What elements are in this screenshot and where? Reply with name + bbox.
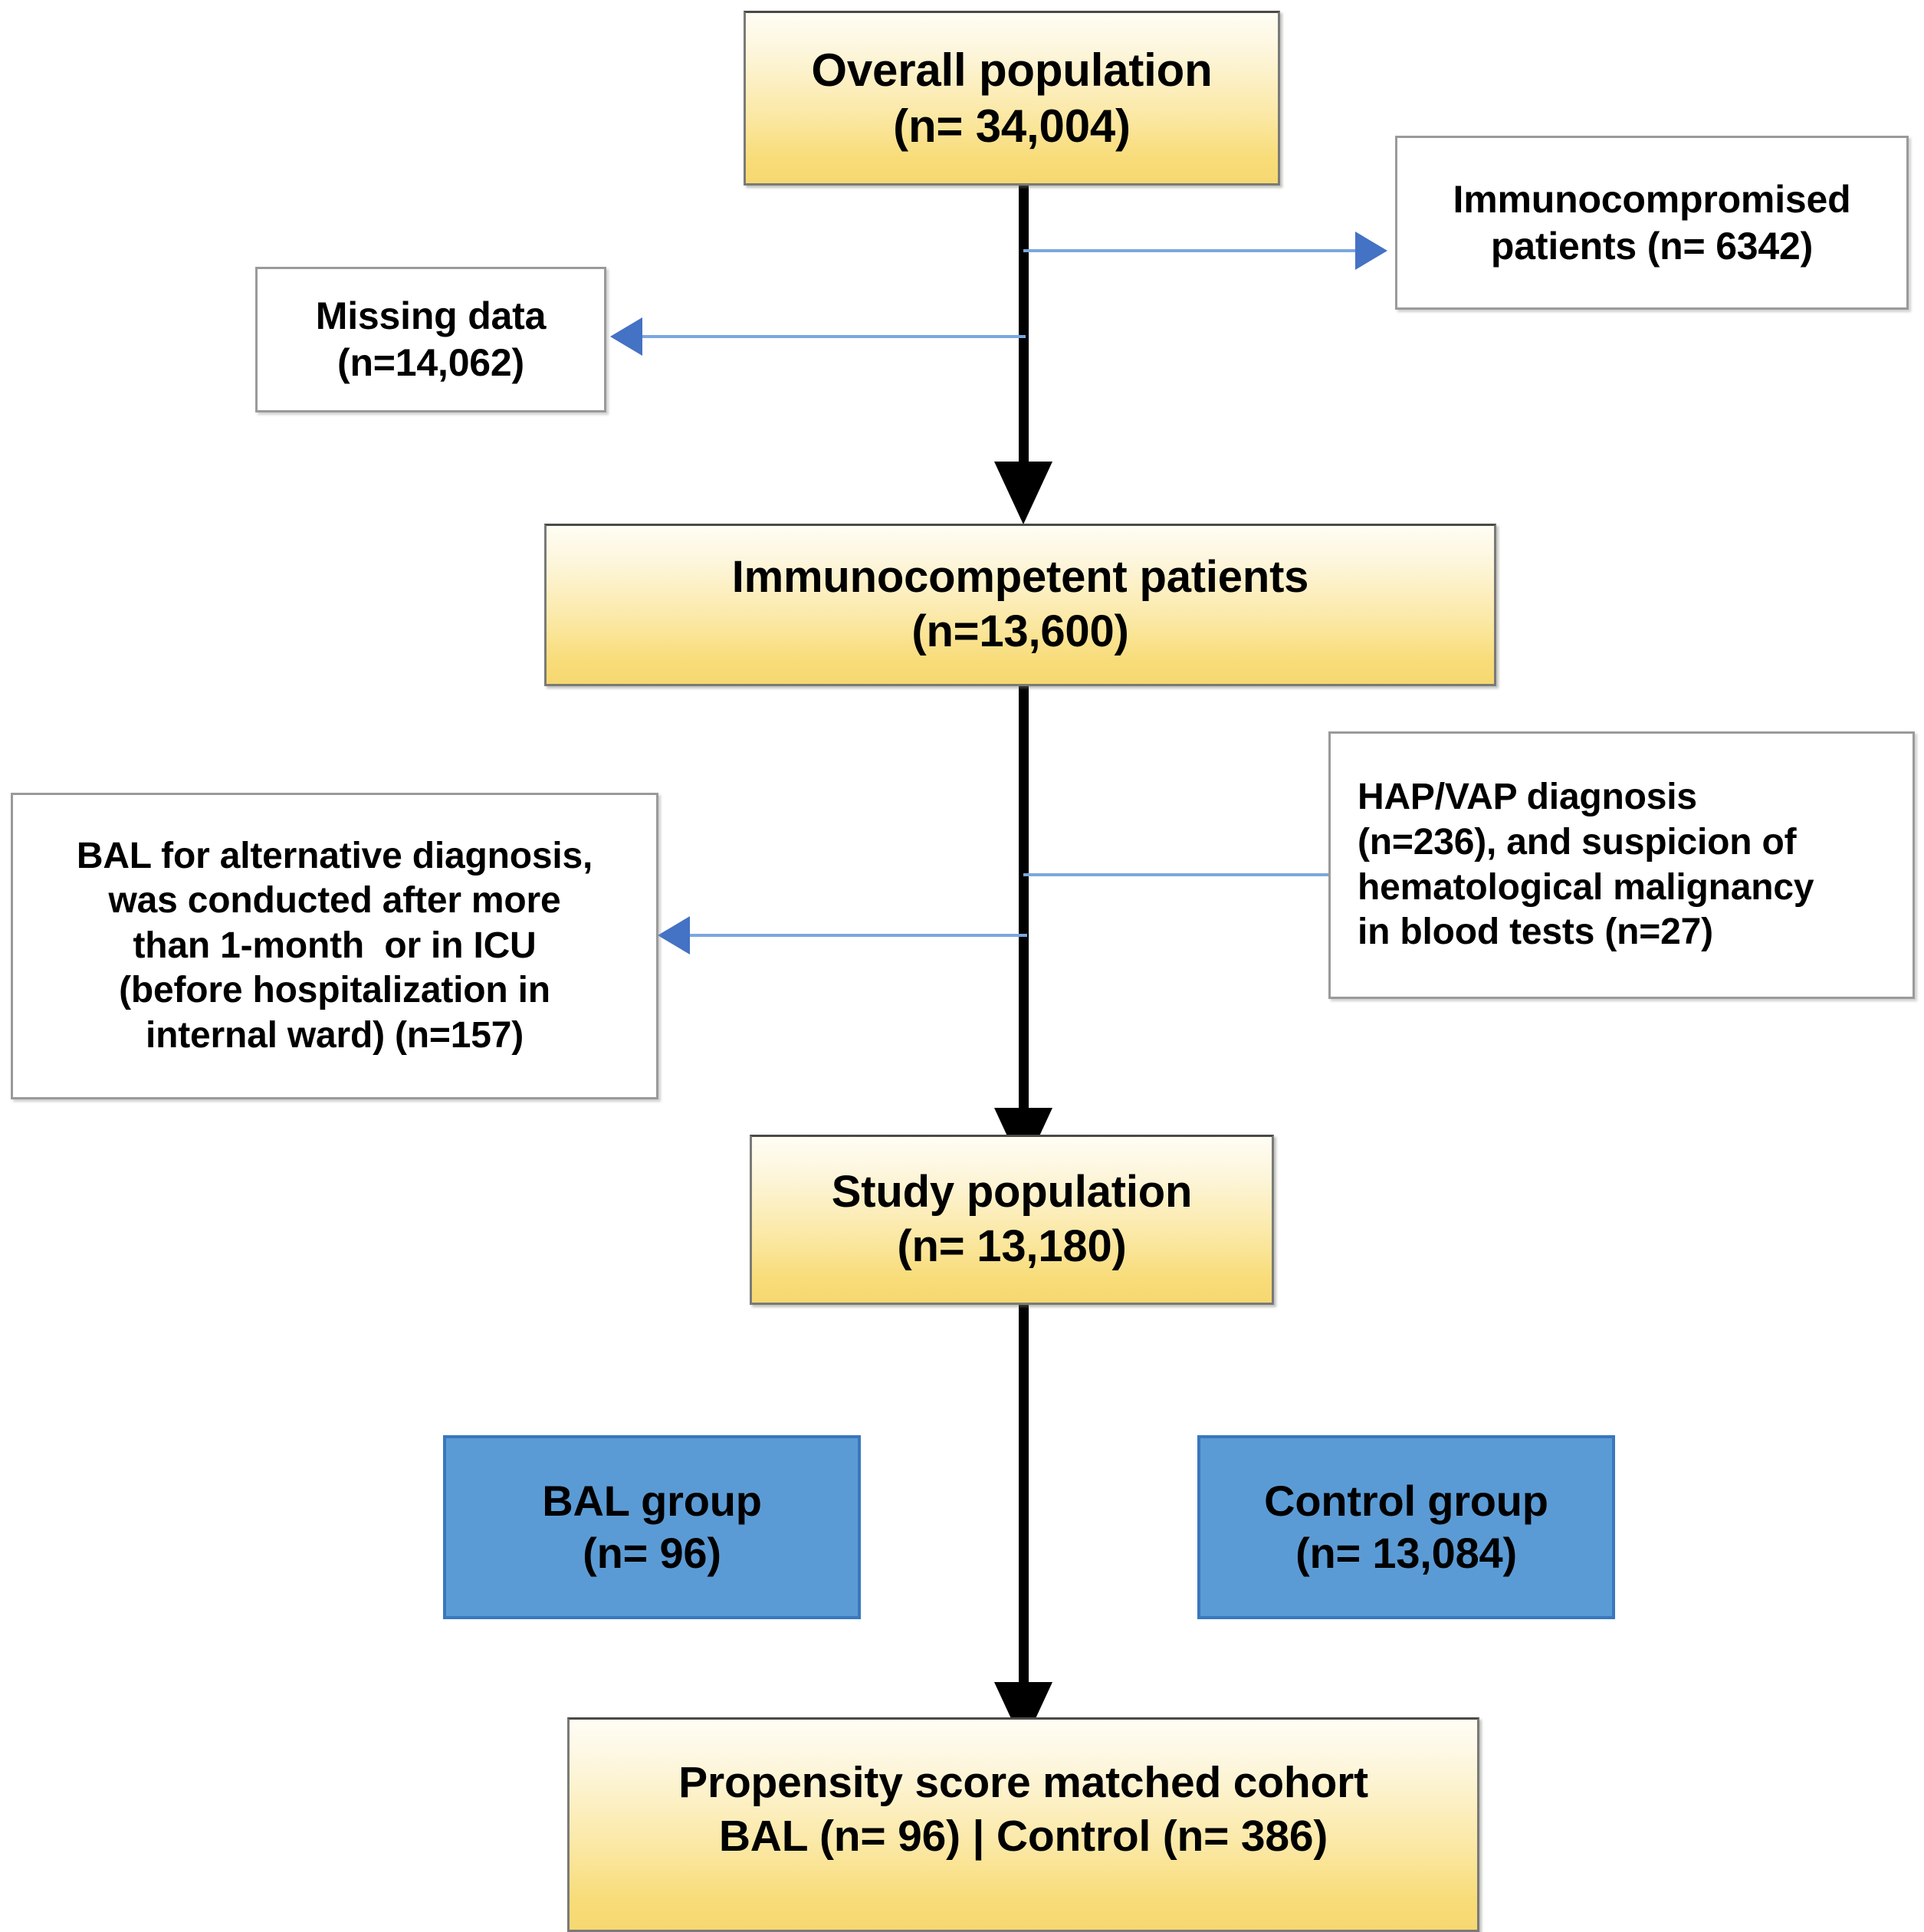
node-immunocompetent-line1: Immunocompetent patients (731, 552, 1309, 603)
connector-immunocompromised-arrowhead (1355, 232, 1387, 270)
node-hap-vap-line4: in blood tests (n=27) (1358, 912, 1713, 953)
node-immunocompromised-patients[interactable]: Immunocompromised patients (n= 6342) (1395, 136, 1909, 310)
connector-overall-to-immunocompetent-stem (1019, 182, 1029, 466)
node-bal-alternative-line3: than 1-month or in ICU (133, 925, 537, 966)
node-control-group-line1: Control group (1264, 1476, 1548, 1525)
node-immunocompetent-patients[interactable]: Immunocompetent patients (n=13,600) (544, 524, 1496, 686)
node-overall-population-line1: Overall population (811, 44, 1213, 96)
node-missing-data-line1: Missing data (315, 294, 547, 337)
node-hap-vap-line3: hematological malignancy (1358, 866, 1814, 908)
node-overall-population[interactable]: Overall population (n= 34,004) (744, 11, 1280, 186)
node-immunocompromised-line1: Immunocompromised (1453, 177, 1851, 221)
node-bal-alternative-line4: (before hospitalization in (119, 970, 550, 1011)
node-bal-alternative-diagnosis[interactable]: BAL for alternative diagnosis, was condu… (11, 793, 658, 1099)
node-propensity-matched-cohort[interactable]: Propensity score matched cohort BAL (n= … (567, 1717, 1479, 1932)
node-hap-vap-line2: (n=236), and suspicion of (1358, 821, 1797, 863)
node-bal-alternative-line5: internal ward) (n=157) (145, 1014, 524, 1056)
connector-bal-alternative-line (690, 934, 1027, 937)
node-bal-group-line2: (n= 96) (583, 1529, 721, 1577)
node-bal-alternative-line1: BAL for alternative diagnosis, (76, 835, 593, 876)
node-bal-group-line1: BAL group (542, 1476, 762, 1525)
node-hap-vap-diagnosis[interactable]: HAP/VAP diagnosis (n=236), and suspicion… (1328, 731, 1915, 999)
node-bal-group[interactable]: BAL group (n= 96) (443, 1435, 861, 1619)
node-missing-data[interactable]: Missing data (n=14,062) (255, 267, 606, 412)
connector-missing-data-arrowhead (610, 317, 642, 356)
node-control-group-line2: (n= 13,084) (1295, 1529, 1517, 1577)
node-study-population[interactable]: Study population (n= 13,180) (750, 1135, 1274, 1305)
connector-hapvap-line (1023, 873, 1330, 876)
connector-missing-data-line (642, 335, 1026, 338)
node-missing-data-line2: (n=14,062) (337, 341, 524, 384)
node-bal-alternative-line2: was conducted after more (108, 880, 561, 922)
connector-overall-to-immunocompetent-arrowhead (994, 462, 1052, 524)
node-overall-population-line2: (n= 34,004) (893, 100, 1131, 152)
connector-study-to-matched-stem (1019, 1303, 1029, 1687)
connector-bal-alternative-arrowhead (658, 916, 690, 955)
node-control-group[interactable]: Control group (n= 13,084) (1197, 1435, 1615, 1619)
connector-immunocompetent-to-study-stem (1019, 685, 1029, 1112)
node-study-population-line2: (n= 13,180) (897, 1221, 1127, 1271)
node-immunocompromised-line2: patients (n= 6342) (1490, 224, 1814, 268)
connector-immunocompromised-line (1023, 249, 1357, 252)
node-matched-cohort-line2: BAL (n= 96) | Control (n= 386) (718, 1811, 1328, 1861)
node-immunocompetent-line2: (n=13,600) (911, 606, 1129, 656)
node-study-population-line1: Study population (831, 1167, 1193, 1217)
node-hap-vap-line1: HAP/VAP diagnosis (1358, 777, 1697, 818)
node-matched-cohort-line1: Propensity score matched cohort (678, 1758, 1368, 1807)
